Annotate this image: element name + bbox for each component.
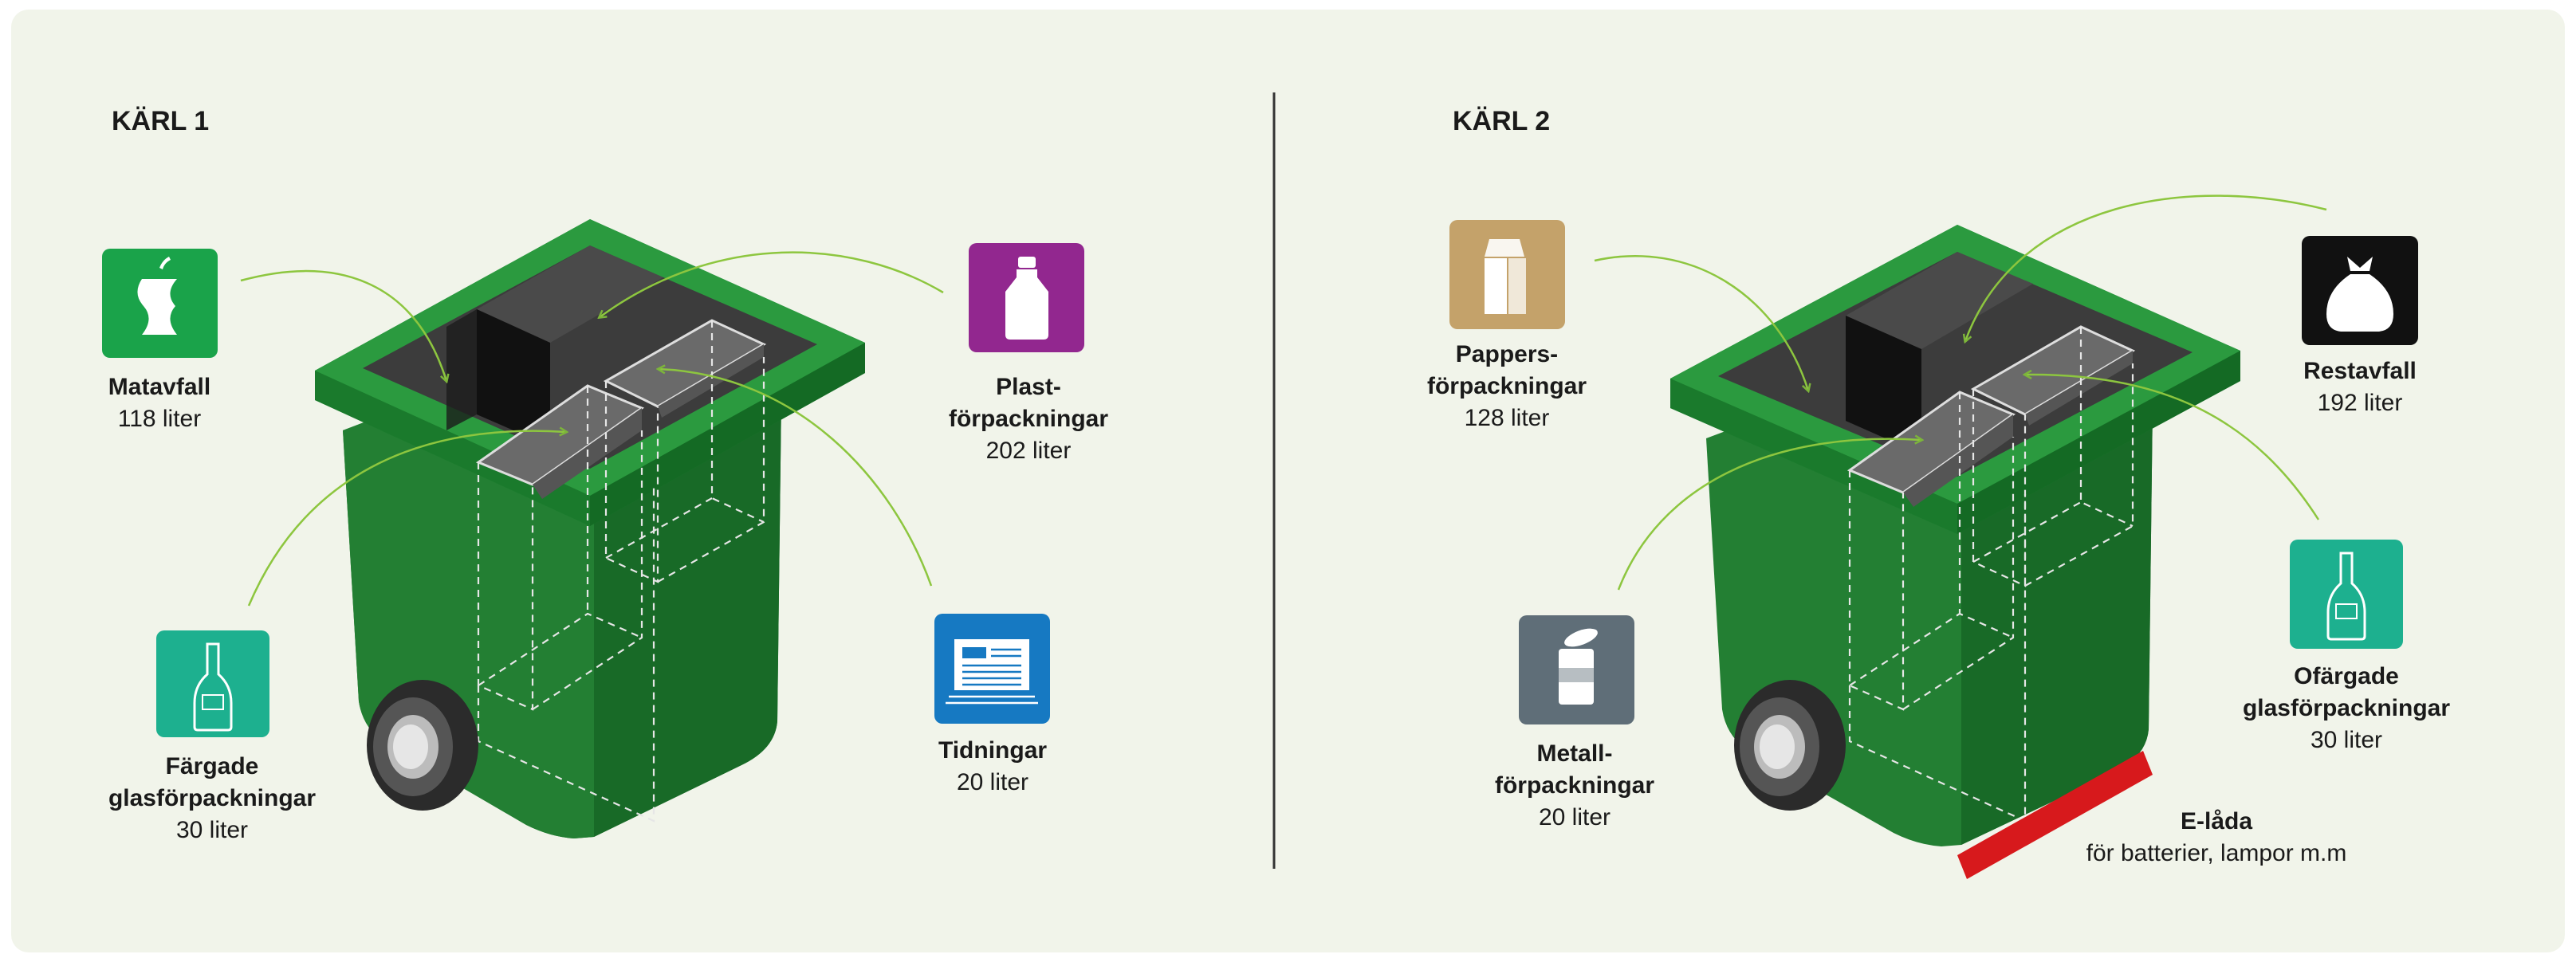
milk-carton-icon [1485,239,1526,314]
arrow-restavfall [1965,194,2327,341]
apple-core-icon [137,257,177,335]
arrows [240,194,2327,607]
papper-name-2: förpackningar [1426,373,1587,399]
metall-volume: 20 liter [1538,804,1611,830]
matavfall-label: Matavfall 118 liter [80,371,239,435]
arrow-matavfall [240,270,446,381]
arrow-ofargade [2025,375,2320,520]
restavfall-icon-tile [2302,236,2418,345]
tidningar-icon-tile [934,614,1050,724]
fargade-label: Färgade glasförpackningar 30 liter [77,751,348,846]
arrow-tidningar [659,369,933,587]
kar1-title: KÄRL 1 [112,106,210,136]
plast-icon-tile [969,243,1084,352]
ofargade-name-1: Ofärgade [2294,663,2399,689]
papper-name-1: Pappers- [1455,341,1559,367]
elada-label: E-låda för batterier, lampor m.m [2049,806,2384,870]
papper-volume: 128 liter [1464,405,1550,431]
glass-bottle-icon [193,642,233,732]
bin-1 [315,219,865,838]
trash-bag-icon [2326,257,2393,332]
papper-label: Pappers- förpackningar 128 liter [1391,339,1622,434]
tidningar-label: Tidningar 20 liter [893,735,1092,799]
ofargade-volume: 30 liter [2310,727,2383,753]
metall-name-2: förpackningar [1494,772,1655,799]
tidningar-volume: 20 liter [956,769,1029,795]
plast-name-1: Plast- [996,374,1061,400]
elada-name: E-låda [2180,808,2253,834]
tin-can-icon [1559,628,1598,705]
metall-label: Metall- förpackningar 20 liter [1459,738,1690,834]
restavfall-label: Restavfall 192 liter [2268,355,2452,419]
ofargade-label: Ofärgade glasförpackningar 30 liter [2211,661,2482,756]
plast-label: Plast- förpackningar 202 liter [913,371,1144,467]
restavfall-name: Restavfall [2303,358,2417,384]
restavfall-volume: 192 liter [2317,390,2403,416]
ofargade-icon-tile [2290,540,2403,649]
papper-icon-tile [1449,220,1565,329]
metall-icon-tile [1519,615,1634,724]
plastic-bottle-icon [1005,257,1048,340]
arrow-papper [1594,254,1808,391]
e-lada-box [1957,751,2153,879]
fargade-volume: 30 liter [175,817,249,843]
glass-bottle-icon [2326,552,2366,641]
metall-name-1: Metall- [1536,740,1613,767]
bin-2 [1670,225,2240,879]
ofargade-name-2: glasförpackningar [2242,695,2451,721]
matavfall-volume: 118 liter [117,406,202,432]
matavfall-icon-tile [102,249,218,358]
plast-volume: 202 liter [985,438,1072,464]
arrow-fargade [247,431,566,607]
fargade-name-2: glasförpackningar [108,785,317,811]
fargade-name-1: Färgade [165,753,259,779]
newspaper-icon [946,639,1038,705]
arrow-metall [1617,439,1921,591]
elada-description: för batterier, lampor m.m [2086,840,2347,866]
fargade-icon-tile [156,630,269,737]
arrow-plast [600,251,944,317]
matavfall-name: Matavfall [108,374,211,400]
plast-name-2: förpackningar [948,406,1109,432]
kar2-title: KÄRL 2 [1453,106,1551,136]
tidningar-name: Tidningar [938,737,1048,764]
